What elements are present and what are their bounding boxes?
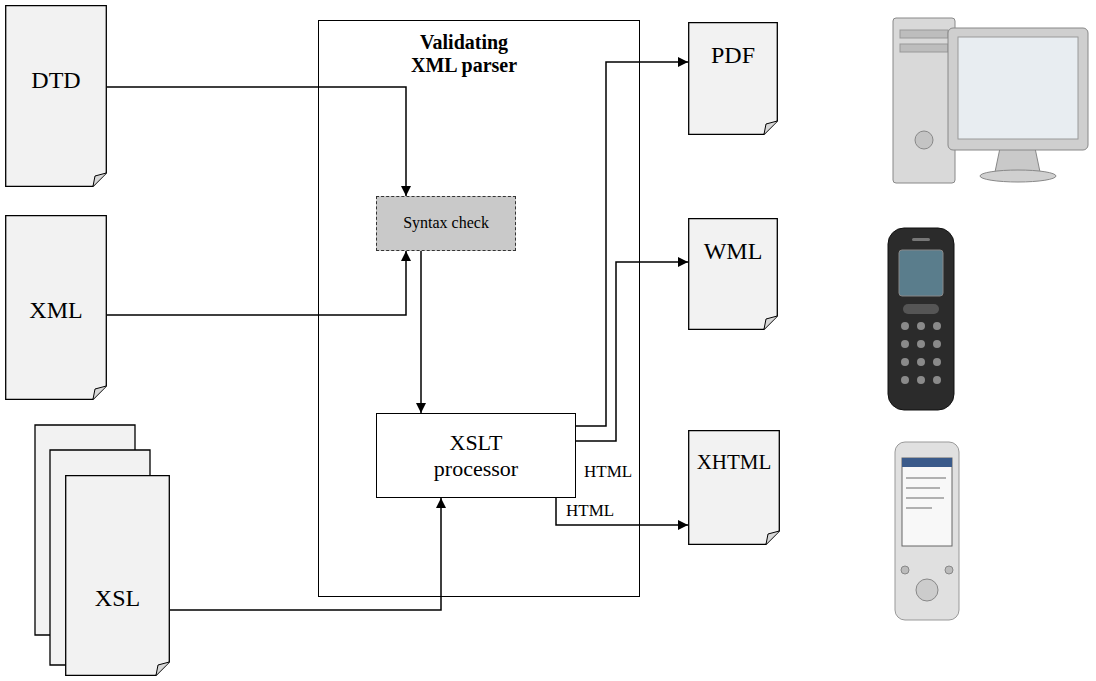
connector-arrow <box>420 251 422 413</box>
node-text: DTD <box>31 67 80 95</box>
connector-arrow <box>576 62 688 426</box>
frame-heading: Validating XML parser <box>404 31 524 77</box>
pda-button <box>901 566 909 574</box>
phone-earpiece <box>912 238 930 241</box>
page-border <box>689 431 780 545</box>
page-outline <box>688 430 780 545</box>
page-border <box>689 23 778 135</box>
page-border <box>6 6 107 187</box>
pda-navigation-button <box>916 579 938 601</box>
document-page: XSL <box>65 475 170 676</box>
node-text: XML <box>29 297 82 325</box>
node-text: XSLT processor <box>421 430 531 481</box>
pda-illustration <box>895 442 959 620</box>
node-text: WML <box>704 238 763 266</box>
drive-slot <box>900 30 948 38</box>
connector-arrow <box>556 498 688 525</box>
dashed-process-box: Syntax check <box>376 196 516 251</box>
document-page: XHTML <box>688 430 780 545</box>
connector-arrow <box>170 498 441 610</box>
document-page: PDF <box>688 22 778 135</box>
pda-screen-lines <box>906 478 946 508</box>
desktop-computer-illustration <box>893 18 1088 183</box>
page-outline <box>65 475 170 676</box>
page-outline <box>5 5 107 187</box>
page-fold <box>764 316 777 329</box>
page-fold <box>93 386 106 399</box>
monitor-screen <box>958 37 1078 139</box>
document-page: WML <box>688 218 778 330</box>
page-border <box>689 219 778 330</box>
connector-arrow <box>107 87 406 196</box>
monitor <box>948 28 1088 150</box>
drive-slot <box>900 44 948 52</box>
computer-tower <box>893 18 955 183</box>
connector-arrow <box>107 251 406 315</box>
monitor-stand <box>995 148 1040 172</box>
phone-screen <box>899 250 943 296</box>
phone-navigation-key <box>903 304 939 314</box>
page-fold <box>766 531 779 544</box>
page-outline <box>688 218 778 330</box>
mobile-phone-illustration <box>888 228 954 410</box>
document-page: DTD <box>5 5 107 187</box>
pda-screen <box>902 458 952 546</box>
phone-keypad <box>901 322 941 384</box>
document-page: XML <box>5 215 107 400</box>
power-button <box>915 131 933 149</box>
connector-arrow <box>576 262 688 441</box>
node-text: XHTML <box>697 450 772 474</box>
process-box: XSLT processor <box>376 413 576 498</box>
page-fold <box>764 121 777 134</box>
page-border <box>66 476 170 676</box>
pda-button <box>945 566 953 574</box>
pda-title-bar <box>902 458 952 467</box>
node-text: XSL <box>95 585 140 613</box>
phone-body <box>888 228 954 410</box>
monitor-base <box>980 170 1056 182</box>
page-outline <box>688 22 778 135</box>
page-fold <box>156 662 169 675</box>
pda-body <box>895 442 959 620</box>
connector-label: HTML <box>564 501 616 521</box>
node-text: PDF <box>711 42 755 70</box>
node-text: Syntax check <box>403 214 489 232</box>
page-fold <box>93 173 106 186</box>
page-border <box>6 216 107 400</box>
format-label: HTML <box>582 462 634 482</box>
